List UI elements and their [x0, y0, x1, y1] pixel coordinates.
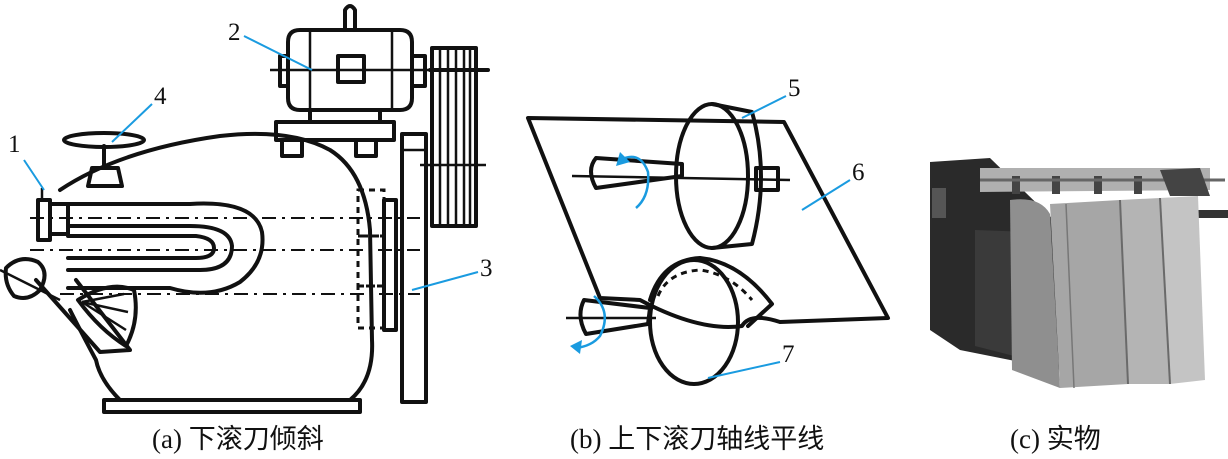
part-label-5: 5 [788, 75, 801, 102]
caption-b: (b) 上下滚刀轴线平线 [570, 424, 824, 454]
panel-a-labels: 2 4 1 3 [8, 19, 493, 291]
part-3-belt [400, 132, 428, 404]
part-label-6: 6 [852, 159, 865, 186]
panel-b-labels: 5 6 7 [707, 75, 865, 379]
gear-train [356, 188, 398, 332]
rotation-arrow-upper [619, 155, 650, 209]
part-label-3: 3 [480, 255, 493, 282]
lower-cutter [566, 256, 774, 386]
belt-pulley [420, 46, 490, 228]
motor [270, 4, 440, 124]
panel-b-drawing [526, 102, 890, 386]
machine-frame [58, 131, 375, 402]
part-label-4: 4 [154, 83, 167, 110]
caption-c: (c) 实物 [1010, 424, 1101, 454]
upper-arm [66, 201, 265, 295]
rotation-arrow-lower [575, 295, 607, 350]
handwheel [62, 131, 146, 188]
part-label-7: 7 [782, 341, 795, 368]
sheet-strip [526, 116, 890, 329]
panel-a-drawing [0, 4, 490, 414]
caption-a: (a) 下滚刀倾斜 [152, 424, 324, 454]
lower-tilted-cutter [0, 257, 138, 354]
upper-cutter [674, 102, 780, 250]
panel-c-photo [930, 158, 1228, 390]
part-label-2: 2 [228, 19, 241, 46]
part-label-1: 1 [8, 131, 21, 158]
